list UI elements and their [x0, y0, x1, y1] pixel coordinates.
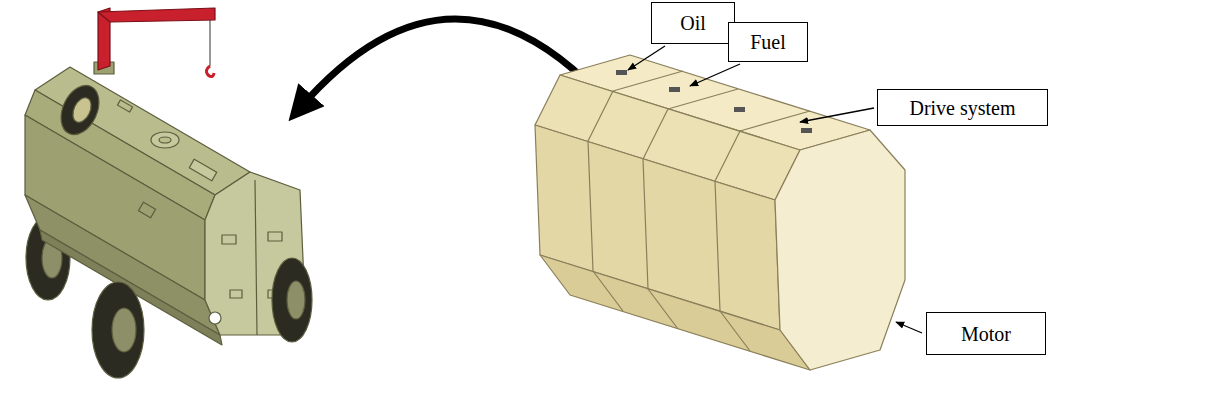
callout-label: Oil	[680, 12, 706, 34]
module-prism	[535, 55, 905, 370]
callout-label: Fuel	[750, 31, 786, 53]
callout-box: Fuel	[728, 22, 808, 62]
callout-box: Motor	[926, 312, 1046, 355]
callout-label: Motor	[961, 323, 1011, 345]
callout-label: Drive system	[909, 97, 1015, 119]
callout-box: Drive system	[877, 89, 1048, 126]
vehicle	[25, 8, 312, 378]
callout-box: Oil	[651, 2, 735, 44]
